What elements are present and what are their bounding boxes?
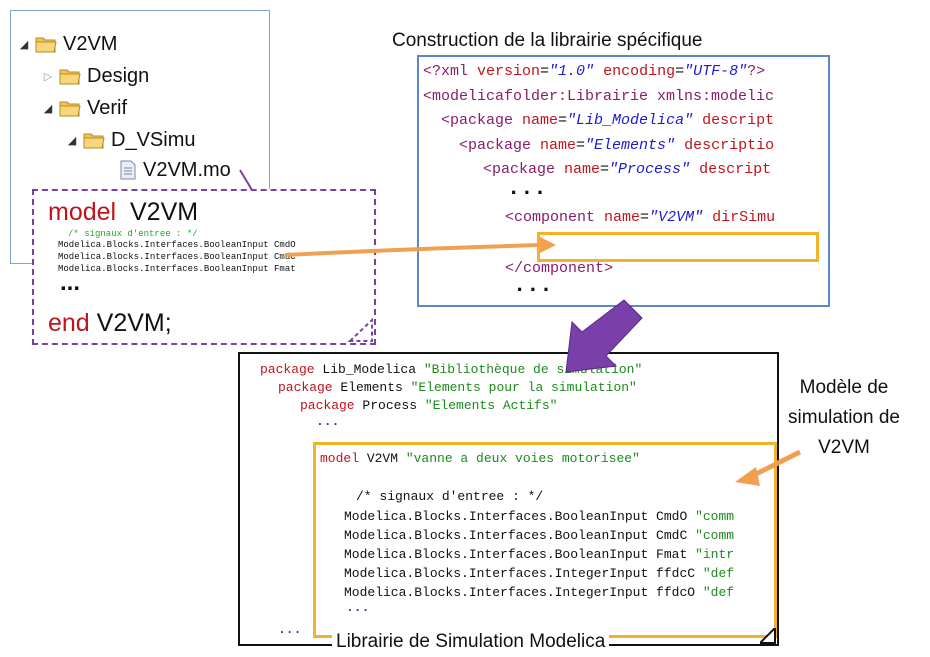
tree-item-label: D_VSimu xyxy=(111,128,196,151)
tree-item-verif[interactable]: ◢ Verif xyxy=(41,95,127,121)
tree-item-label: V2VM xyxy=(63,32,118,55)
model-code-line: Modelica.Blocks.Interfaces.BooleanInput … xyxy=(58,240,296,250)
tree-item-label: Design xyxy=(87,64,150,87)
lib-code-line: Modelica.Blocks.Interfaces.IntegerInput … xyxy=(344,566,735,581)
tree-item-label: V2VM.mo xyxy=(143,158,231,181)
file-icon xyxy=(120,160,136,180)
lib-code-line: Modelica.Blocks.Interfaces.IntegerInput … xyxy=(344,585,735,600)
xml-package-line: <package name="Lib_Modelica" descript xyxy=(441,112,775,129)
lib-package-line: package Process "Elements Actifs" xyxy=(300,398,558,413)
xml-ellipsis: ... xyxy=(507,176,547,201)
lib-package-line: package Elements "Elements pour la simul… xyxy=(278,380,637,395)
lib-ellipsis: ... xyxy=(316,414,340,429)
lib-code-line: Modelica.Blocks.Interfaces.BooleanInput … xyxy=(344,509,735,524)
expand-arrow-icon[interactable]: ◢ xyxy=(67,134,77,147)
insertion-placeholder-box xyxy=(537,232,819,262)
tree-item-v2vm[interactable]: ◢ V2VM xyxy=(17,31,118,57)
end-keyword: end xyxy=(48,309,90,337)
xml-package-line: <package name="Process" descript xyxy=(483,161,772,178)
tree-item-v2vm-mo[interactable]: V2VM.mo xyxy=(119,157,231,183)
simulation-model-label: Modèle de simulation de V2VM xyxy=(770,373,918,463)
xml-declaration: <?xml version="1.0" encoding="UTF-8"?> xyxy=(423,63,766,80)
library-code-panel: package Lib_Modelica "Bibliothèque de si… xyxy=(238,352,779,646)
lib-ellipsis: ... xyxy=(346,600,370,615)
folder-icon xyxy=(83,133,105,149)
tree-item-d-vsimu[interactable]: ◢ D_VSimu xyxy=(65,127,196,153)
xml-root-tag: <modelicafolder:Librairie xmlns:modelic xyxy=(423,88,775,105)
expand-arrow-icon[interactable]: ◢ xyxy=(43,102,53,115)
lib-model-line: model V2VM "vanne a deux voies motorisee… xyxy=(320,451,640,466)
xml-component-line: <component name="V2VM" dirSimu xyxy=(505,209,776,226)
model-keyword: model xyxy=(48,198,117,226)
folder-icon xyxy=(35,37,57,53)
library-caption: Librairie de Simulation Modelica xyxy=(332,631,610,653)
model-header: model V2VM xyxy=(48,198,198,227)
model-footer: end V2VM; xyxy=(48,309,172,338)
model-comment: /* signaux d'entree : */ xyxy=(68,229,198,239)
model-highlight-box: model V2VM "vanne a deux voies motorisee… xyxy=(313,442,777,638)
expand-arrow-icon[interactable]: ◢ xyxy=(19,38,29,51)
model-code-line: Modelica.Blocks.Interfaces.BooleanInput … xyxy=(58,264,296,274)
folder-icon xyxy=(59,101,81,117)
lib-comment: /* signaux d'entree : */ xyxy=(356,489,544,504)
xml-package-line: <package name="Elements" descriptio xyxy=(459,137,775,154)
model-name: V2VM xyxy=(130,198,199,226)
model-ellipsis: ... xyxy=(60,269,81,296)
page-fold-icon xyxy=(760,628,776,644)
xml-ellipsis: ... xyxy=(513,273,553,298)
tree-item-label: Verif xyxy=(87,96,128,119)
label-line: simulation de xyxy=(788,407,900,428)
lib-package-line: package Lib_Modelica "Bibliothèque de si… xyxy=(260,362,643,377)
folder-icon xyxy=(59,69,81,85)
model-code-snippet: model V2VM /* signaux d'entree : */ Mode… xyxy=(32,189,376,345)
construction-title: Construction de la librairie spécifique xyxy=(392,30,703,51)
lib-code-line: Modelica.Blocks.Interfaces.BooleanInput … xyxy=(344,528,735,543)
label-line: Modèle de xyxy=(799,377,889,398)
model-code-line: Modelica.Blocks.Interfaces.BooleanInput … xyxy=(58,252,296,262)
model-end-name: V2VM; xyxy=(96,309,172,337)
xml-component-close: </component> xyxy=(505,260,614,277)
label-line: V2VM xyxy=(818,437,870,458)
xml-code-panel: <?xml version="1.0" encoding="UTF-8"?> <… xyxy=(417,55,830,307)
collapse-arrow-icon[interactable]: ▷ xyxy=(43,70,53,83)
lib-code-line: Modelica.Blocks.Interfaces.BooleanInput … xyxy=(344,547,735,562)
tree-item-design[interactable]: ▷ Design xyxy=(41,63,150,89)
lib-ellipsis: ... xyxy=(278,622,302,637)
